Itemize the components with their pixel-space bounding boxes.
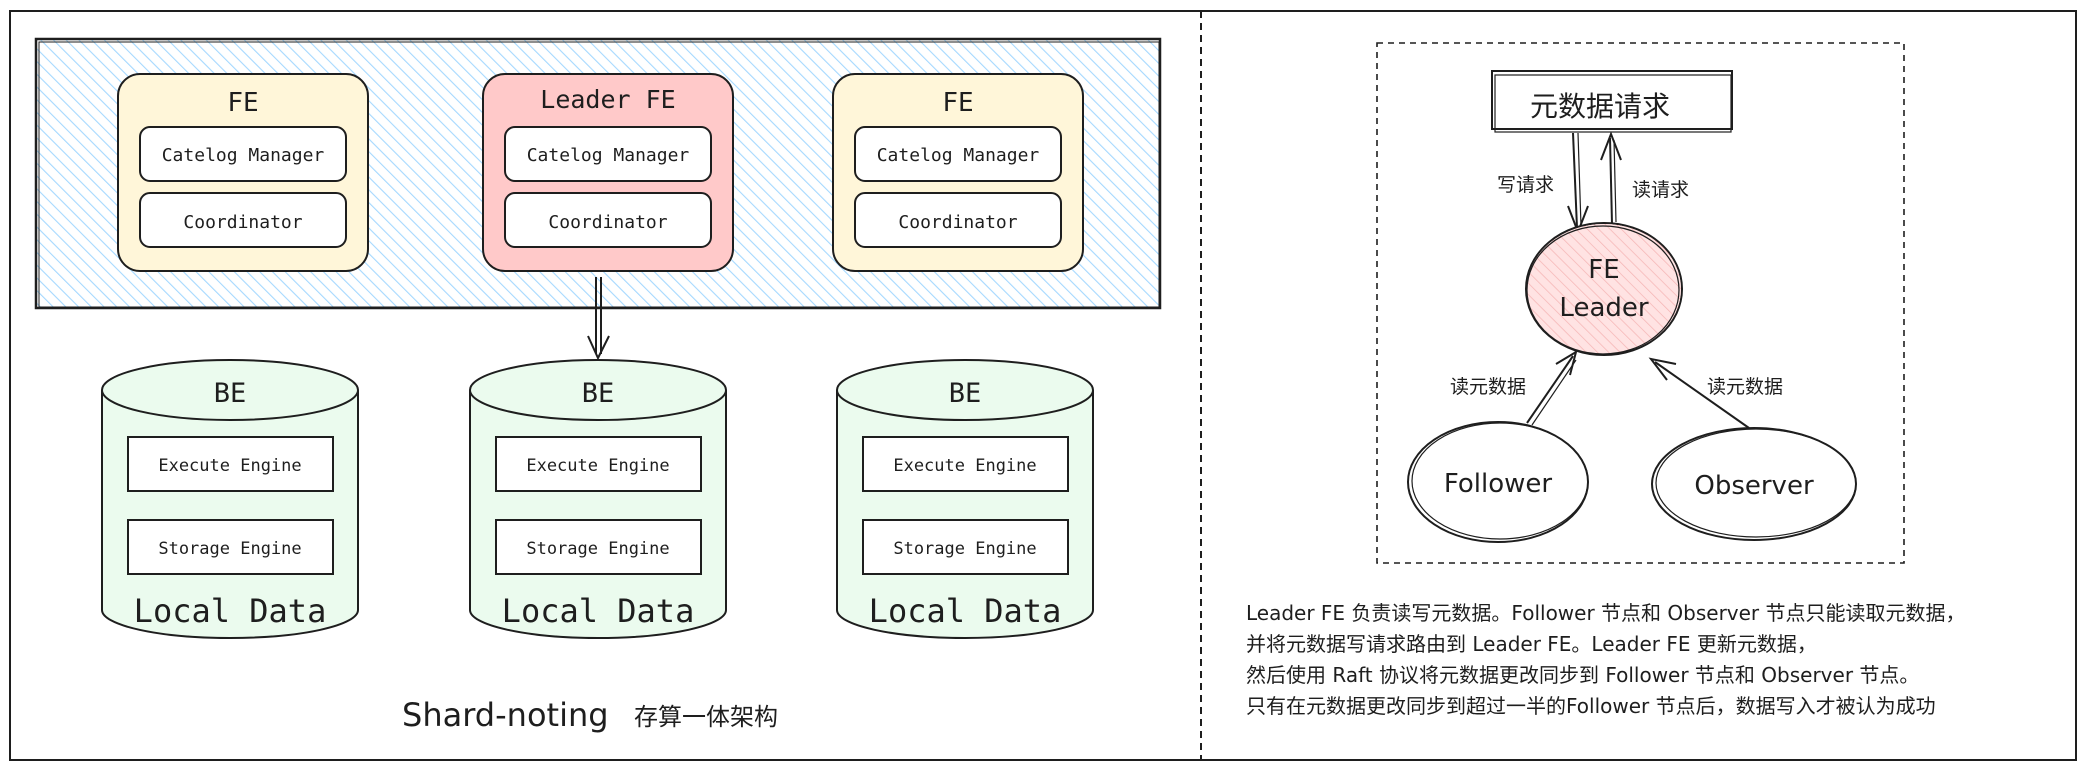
storage-engine-label: Storage Engine xyxy=(158,539,301,559)
local-data-label: Local Data xyxy=(869,592,1062,630)
execute-engine-box xyxy=(495,436,702,492)
observer-edge-label: 读元数据 xyxy=(1707,376,1783,398)
execute-engine-label: Execute Engine xyxy=(158,456,301,476)
fe-node: FE Catelog Manager Coordinator xyxy=(832,73,1084,272)
storage-engine-label: Storage Engine xyxy=(893,539,1036,559)
fe-cluster-container-sketch xyxy=(38,41,1160,308)
coordinator-box xyxy=(139,192,347,248)
left-panel: FE Catelog Manager Coordinator Leader FE… xyxy=(34,37,1162,734)
catalog-manager-label: Catelog Manager xyxy=(527,145,690,166)
execute-engine-box xyxy=(862,436,1069,492)
follower-to-leader-arrow xyxy=(1526,349,1578,426)
catalog-manager-box xyxy=(139,126,347,182)
description-line: 只有在元数据更改同步到超过一半的Follower 节点后，数据写入才被认为成功 xyxy=(1246,694,1936,718)
fe-leader-line1: FE xyxy=(1588,255,1619,285)
follower-label: Follower xyxy=(1444,469,1553,499)
storage-engine-box xyxy=(127,519,334,575)
write-request-arrow xyxy=(1567,132,1589,235)
be-title: BE xyxy=(582,378,615,409)
follower-sketch xyxy=(1411,422,1589,540)
catalog-manager-label: Catelog Manager xyxy=(877,145,1040,166)
metadata-request-label: 元数据请求 xyxy=(1530,90,1670,123)
right-panel: 元数据请求 写请求 读请求 FE Leader Follower Observe… xyxy=(1376,42,1905,564)
caption-sub: 存算一体架构 xyxy=(634,703,778,731)
local-data-label: Local Data xyxy=(502,592,695,630)
observer-sketch xyxy=(1655,428,1857,538)
fe-leader-sketch xyxy=(1526,225,1680,355)
leader-fe-node: Leader FE Catelog Manager Coordinator xyxy=(482,73,734,272)
fe-leader-fill xyxy=(1527,224,1681,354)
catalog-manager-box xyxy=(854,126,1062,182)
storage-engine-label: Storage Engine xyxy=(526,539,669,559)
outer-frame xyxy=(9,10,2077,761)
metadata-flow-frame xyxy=(1376,42,1905,564)
storage-engine-box xyxy=(862,519,1069,575)
be-node: BE Execute Engine Storage Engine Local D… xyxy=(836,359,1094,639)
local-data-label: Local Data xyxy=(134,592,327,630)
fe-leader-line2: Leader xyxy=(1559,293,1648,323)
fe-node-title: FE xyxy=(227,88,258,118)
read-request-arrow xyxy=(1600,131,1622,225)
be-title: BE xyxy=(949,378,982,409)
be-node: BE Execute Engine Storage Engine Local D… xyxy=(469,359,727,639)
fe-node-title: FE xyxy=(942,88,973,118)
read-request-label: 读请求 xyxy=(1632,179,1689,201)
fe-node: FE Catelog Manager Coordinator xyxy=(117,73,369,272)
metadata-request-box xyxy=(1491,70,1733,130)
follower-edge-label: 读元数据 xyxy=(1450,376,1526,398)
coordinator-label: Coordinator xyxy=(898,212,1017,233)
be-node: BE Execute Engine Storage Engine Local D… xyxy=(101,359,359,639)
leader-to-be-arrow xyxy=(587,277,610,361)
storage-engine-box xyxy=(495,519,702,575)
catalog-manager-label: Catelog Manager xyxy=(162,145,325,166)
observer-label: Observer xyxy=(1694,471,1814,501)
be-title: BE xyxy=(214,378,247,409)
execute-engine-label: Execute Engine xyxy=(893,456,1036,476)
leader-fe-title: Leader FE xyxy=(540,85,675,114)
observer-to-leader-arrow xyxy=(1648,357,1750,429)
description-text: Leader FE 负责读写元数据。Follower 节点和 Observer … xyxy=(1246,598,2066,722)
coordinator-label: Coordinator xyxy=(548,212,667,233)
coordinator-label: Coordinator xyxy=(183,212,302,233)
caption-main: Shard-noting xyxy=(402,696,609,734)
coordinator-box xyxy=(504,192,712,248)
be-cylinder-top xyxy=(836,359,1094,421)
execute-engine-box xyxy=(127,436,334,492)
execute-engine-label: Execute Engine xyxy=(526,456,669,476)
be-cylinder-top xyxy=(101,359,359,421)
description-line: 然后使用 Raft 协议将元数据更改同步到 Follower 节点和 Obser… xyxy=(1246,663,1920,687)
metadata-request-box-sketch xyxy=(1494,74,1732,133)
description-line: Leader FE 负责读写元数据。Follower 节点和 Observer … xyxy=(1246,601,1966,625)
coordinator-box xyxy=(854,192,1062,248)
be-cylinder-top xyxy=(469,359,727,421)
description-line: 并将元数据写请求路由到 Leader FE。Leader FE 更新元数据， xyxy=(1246,632,1817,656)
catalog-manager-box xyxy=(504,126,712,182)
write-request-label: 写请求 xyxy=(1497,174,1554,196)
